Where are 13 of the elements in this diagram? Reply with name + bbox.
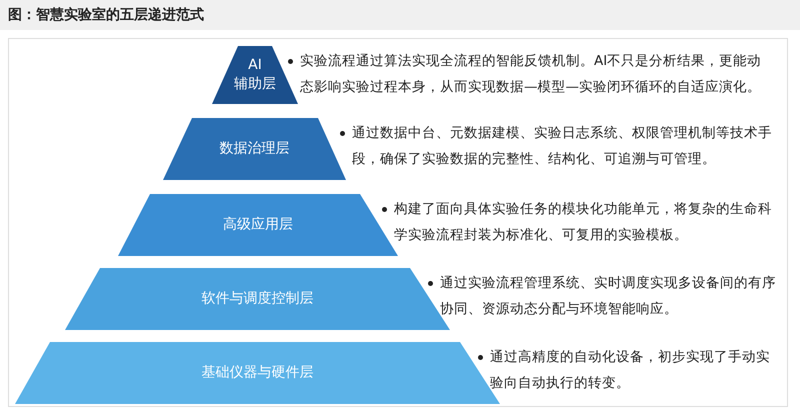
layer-label: 基础仪器与硬件层: [200, 364, 314, 382]
layer-description: 通过高精度的自动化设备，初步实现了手动实验向自动执行的转变。: [490, 348, 771, 393]
layer-label: 数据治理层: [218, 140, 290, 158]
layer-label: AI 辅助层: [233, 56, 277, 94]
pyramid-layer: [212, 46, 298, 104]
layer-description: 构建了面向具体实验任务的模块化功能单元，将复杂的生命科学实验流程封装为标准化、可复用的实验模板。: [394, 200, 773, 245]
title: 图：智慧实验室的五层递进范式: [8, 6, 204, 24]
layer-description: 通过数据中台、元数据建模、实验日志系统、权限管理机制等技术手段，确保了实验数据的完整性、结构化、可追溯与可管理。: [352, 124, 772, 169]
layer-label: 高级应用层: [222, 216, 294, 234]
layer-description: 通过实验流程管理系统、实时调度实现多设备间的有序协同、资源动态分配与环境智能响应。: [440, 274, 777, 319]
layer-description: 实验流程通过算法实现全流程的智能反馈机制。AI不只是分析结果，更能动态影响实验过程本身，从而实现数据—模型—实验闭环循环的自适应演化。: [300, 52, 762, 97]
pyramid-layer: [163, 118, 346, 180]
layer-label: 软件与调度控制层: [200, 290, 314, 308]
